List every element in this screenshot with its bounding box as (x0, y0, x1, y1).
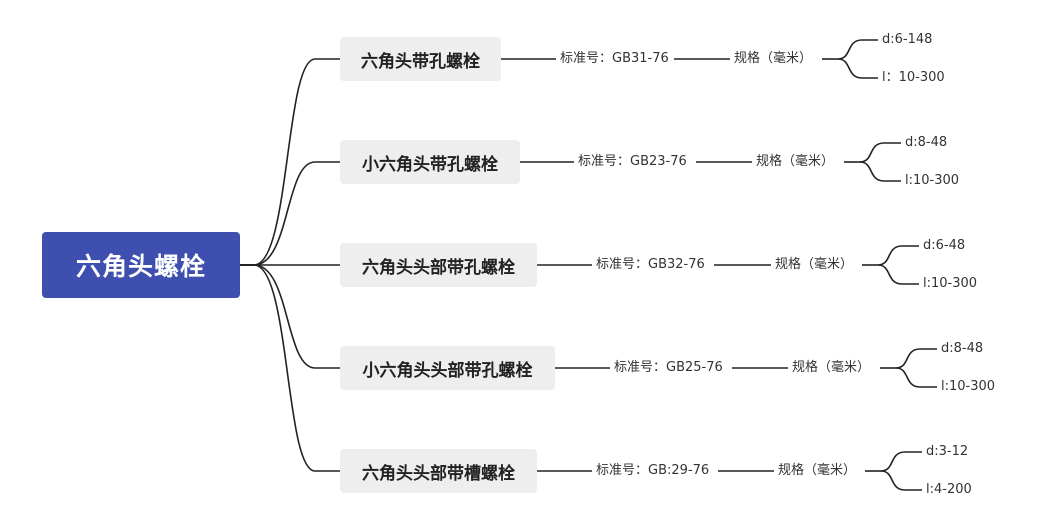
branch-node-1[interactable]: 六角头带孔螺栓 (340, 37, 501, 81)
fork-up-4 (895, 348, 937, 369)
fork-down-5 (880, 470, 922, 491)
standard-label-1: 标准号：GB31-76 (560, 51, 669, 66)
fork-up-5 (880, 451, 922, 472)
fork-up-1 (837, 39, 878, 60)
root-node[interactable]: 六角头螺栓 (42, 232, 240, 298)
standard-label-3: 标准号：GB32-76 (596, 257, 705, 272)
root-link-2 (240, 161, 340, 266)
root-link-1 (240, 58, 340, 266)
spec-label-3: 规格（毫米） (775, 257, 854, 272)
fork-up-2 (859, 142, 901, 163)
d-range-label-2: d:8-48 (905, 135, 948, 150)
fork-down-2 (859, 161, 901, 182)
branch-node-2[interactable]: 小六角头带孔螺栓 (340, 140, 520, 184)
fork-down-4 (895, 367, 937, 388)
branch-node-5[interactable]: 六角头头部带槽螺栓 (340, 449, 537, 493)
d-range-label-4: d:8-48 (941, 341, 984, 356)
root-link-5 (240, 264, 340, 472)
spec-label-1: 规格（毫米） (734, 51, 813, 66)
d-range-label-5: d:3-12 (926, 444, 969, 459)
branch-node-4[interactable]: 小六角头头部带孔螺栓 (340, 346, 555, 390)
standard-label-5: 标准号：GB:29-76 (596, 463, 710, 478)
d-range-label-1: d:6-148 (882, 32, 933, 47)
fork-down-3 (877, 264, 919, 285)
fork-up-3 (877, 245, 919, 266)
root-link-4 (240, 264, 340, 369)
l-range-label-5: l:4-200 (926, 482, 972, 497)
branch-node-3[interactable]: 六角头头部带孔螺栓 (340, 243, 537, 287)
standard-label-2: 标准号：GB23-76 (578, 154, 687, 169)
fork-down-1 (837, 58, 878, 79)
standard-label-4: 标准号：GB25-76 (614, 360, 723, 375)
l-range-label-4: l:10-300 (941, 379, 996, 394)
l-range-label-1: l：10-300 (882, 70, 945, 85)
l-range-label-2: l:10-300 (905, 173, 960, 188)
d-range-label-3: d:6-48 (923, 238, 966, 253)
l-range-label-3: l:10-300 (923, 276, 978, 291)
spec-label-2: 规格（毫米） (756, 154, 835, 169)
spec-label-5: 规格（毫米） (778, 463, 857, 478)
spec-label-4: 规格（毫米） (792, 360, 871, 375)
